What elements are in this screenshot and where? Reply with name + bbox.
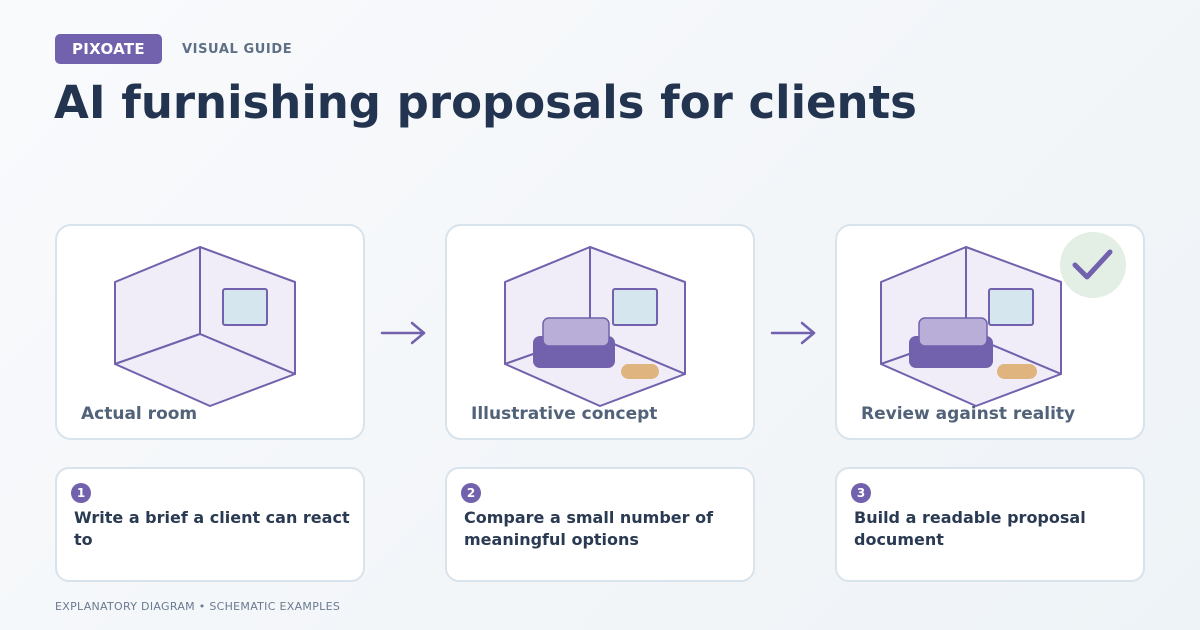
step-number-badge: 2 [461,483,481,503]
reviewed-room-illustration [880,246,1062,407]
step-text: Compare a small number of meaningful opt… [464,508,714,549]
footer-caption: EXPLANATORY DIAGRAM • SCHEMATIC EXAMPLES [55,600,341,613]
step-number-badge: 3 [851,483,871,503]
step-card-1: 1 Write a brief a client can react to [55,467,365,582]
rug-icon [997,364,1037,379]
empty-room-illustration [114,246,296,407]
step-text: Write a brief a client can react to [74,508,350,549]
eyebrow-label: VISUAL GUIDE [182,42,293,57]
window-icon [222,288,268,326]
card-label: Review against reality [861,404,1076,424]
step-card-3: 3 Build a readable proposal document [835,467,1145,582]
arrow-right-icon [770,321,816,345]
card-illustrative-concept: Illustrative concept [445,224,755,440]
step-card-2: 2 Compare a small number of meaningful o… [445,467,755,582]
card-review-against-reality: Review against reality [835,224,1145,440]
furnished-room-illustration [504,246,686,407]
card-label: Illustrative concept [471,404,658,424]
checkmark-icon [1060,232,1126,298]
window-icon [612,288,658,326]
card-actual-room: Actual room [55,224,365,440]
window-icon [988,288,1034,326]
step-number-badge: 1 [71,483,91,503]
page-title: AI furnishing proposals for clients [54,76,917,129]
rug-icon [621,364,659,379]
step-text: Build a readable proposal document [854,508,1086,549]
brand-badge: PIXOATE [55,34,162,64]
arrow-right-icon [380,321,426,345]
card-label: Actual room [81,404,198,424]
